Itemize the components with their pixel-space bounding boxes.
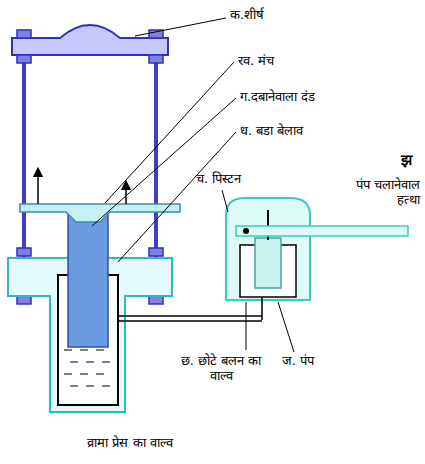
pipe xyxy=(118,316,262,321)
part-label: ध. बडा बेलाव xyxy=(240,124,390,139)
ram xyxy=(68,212,108,347)
part-label: च. पिस्टन xyxy=(196,172,296,187)
part-label: ग.दबानेवाला दंड xyxy=(240,90,410,105)
pump-handle xyxy=(236,226,408,236)
part-label: छ. छोटे बलन का वाल्व xyxy=(180,354,262,384)
part-marker: झ xyxy=(392,152,420,169)
pump-piston xyxy=(255,238,281,288)
pump-body xyxy=(226,198,310,300)
pivot xyxy=(243,228,249,234)
part-label: रव. मंच xyxy=(238,54,358,69)
part-label: ज. पंप xyxy=(280,354,316,369)
motion-arrow xyxy=(37,172,39,204)
part-label: पंप चलानेवाल हत्था xyxy=(338,178,420,208)
leader-lines xyxy=(92,18,294,352)
motion-arrow xyxy=(125,185,127,204)
crosshead xyxy=(12,25,168,55)
part-label: क.शीर्ष xyxy=(230,8,320,23)
water xyxy=(64,350,110,386)
valve-pipe xyxy=(261,297,263,320)
figure-caption: व्रामा प्रेस का वाल्व xyxy=(40,436,220,451)
